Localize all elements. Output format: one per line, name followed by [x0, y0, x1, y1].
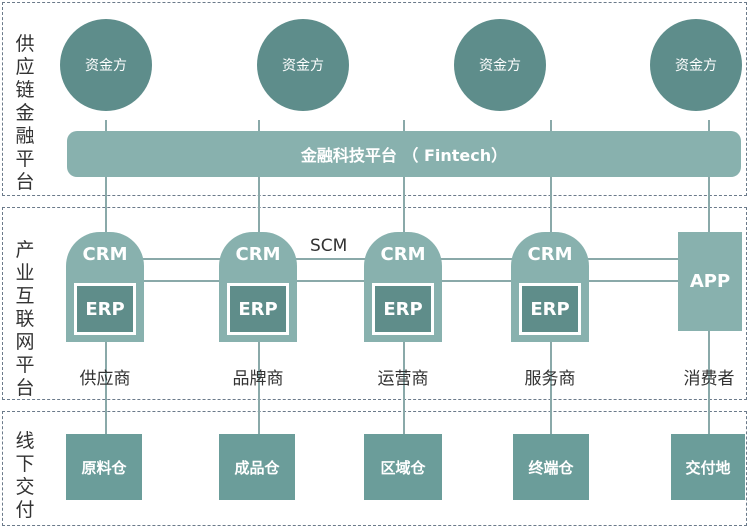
node-operator: CRM ERP — [364, 232, 442, 342]
erp-label: ERP — [375, 286, 431, 332]
warehouse-box: 终端仓 — [513, 434, 589, 500]
funder-circle: 资金方 — [454, 19, 546, 111]
erp-box: ERP — [519, 283, 581, 335]
offline-section — [2, 411, 747, 526]
offline-layer-label: 线下交付 — [15, 430, 35, 521]
node-brand: CRM ERP — [219, 232, 297, 342]
finance-layer-label: 供应链金融平台 — [15, 33, 35, 193]
role-label: 消费者 — [683, 369, 735, 389]
fintech-platform-bar: 金融科技平台 （ Fintech） — [67, 131, 741, 177]
crm-label: CRM — [527, 244, 573, 265]
industry-section — [2, 207, 747, 400]
warehouse-box: 区域仓 — [364, 434, 442, 500]
crm-label: CRM — [380, 244, 426, 265]
warehouse-box: 交付地 — [671, 434, 745, 500]
industry-layer-label: 产业互联网平台 — [15, 239, 35, 399]
funder-circle: 资金方 — [60, 19, 152, 111]
role-label: 品牌商 — [232, 369, 284, 389]
node-service: CRM ERP — [511, 232, 589, 342]
erp-label: ERP — [230, 286, 286, 332]
erp-box: ERP — [372, 283, 434, 335]
role-label: 服务商 — [524, 369, 576, 389]
warehouse-box: 成品仓 — [219, 434, 295, 500]
app-box: APP — [678, 232, 742, 331]
erp-box: ERP — [227, 283, 289, 335]
erp-label: ERP — [77, 286, 133, 332]
node-supplier: CRM ERP — [66, 232, 144, 342]
role-label: 运营商 — [377, 369, 429, 389]
scm-label: SCM — [310, 236, 348, 256]
crm-label: CRM — [235, 244, 281, 265]
erp-box: ERP — [74, 283, 136, 335]
crm-label: CRM — [82, 244, 128, 265]
role-label: 供应商 — [79, 369, 131, 389]
warehouse-box: 原料仓 — [66, 434, 142, 500]
finance-section — [2, 2, 747, 196]
funder-circle: 资金方 — [257, 19, 349, 111]
funder-circle: 资金方 — [650, 19, 742, 111]
erp-label: ERP — [522, 286, 578, 332]
